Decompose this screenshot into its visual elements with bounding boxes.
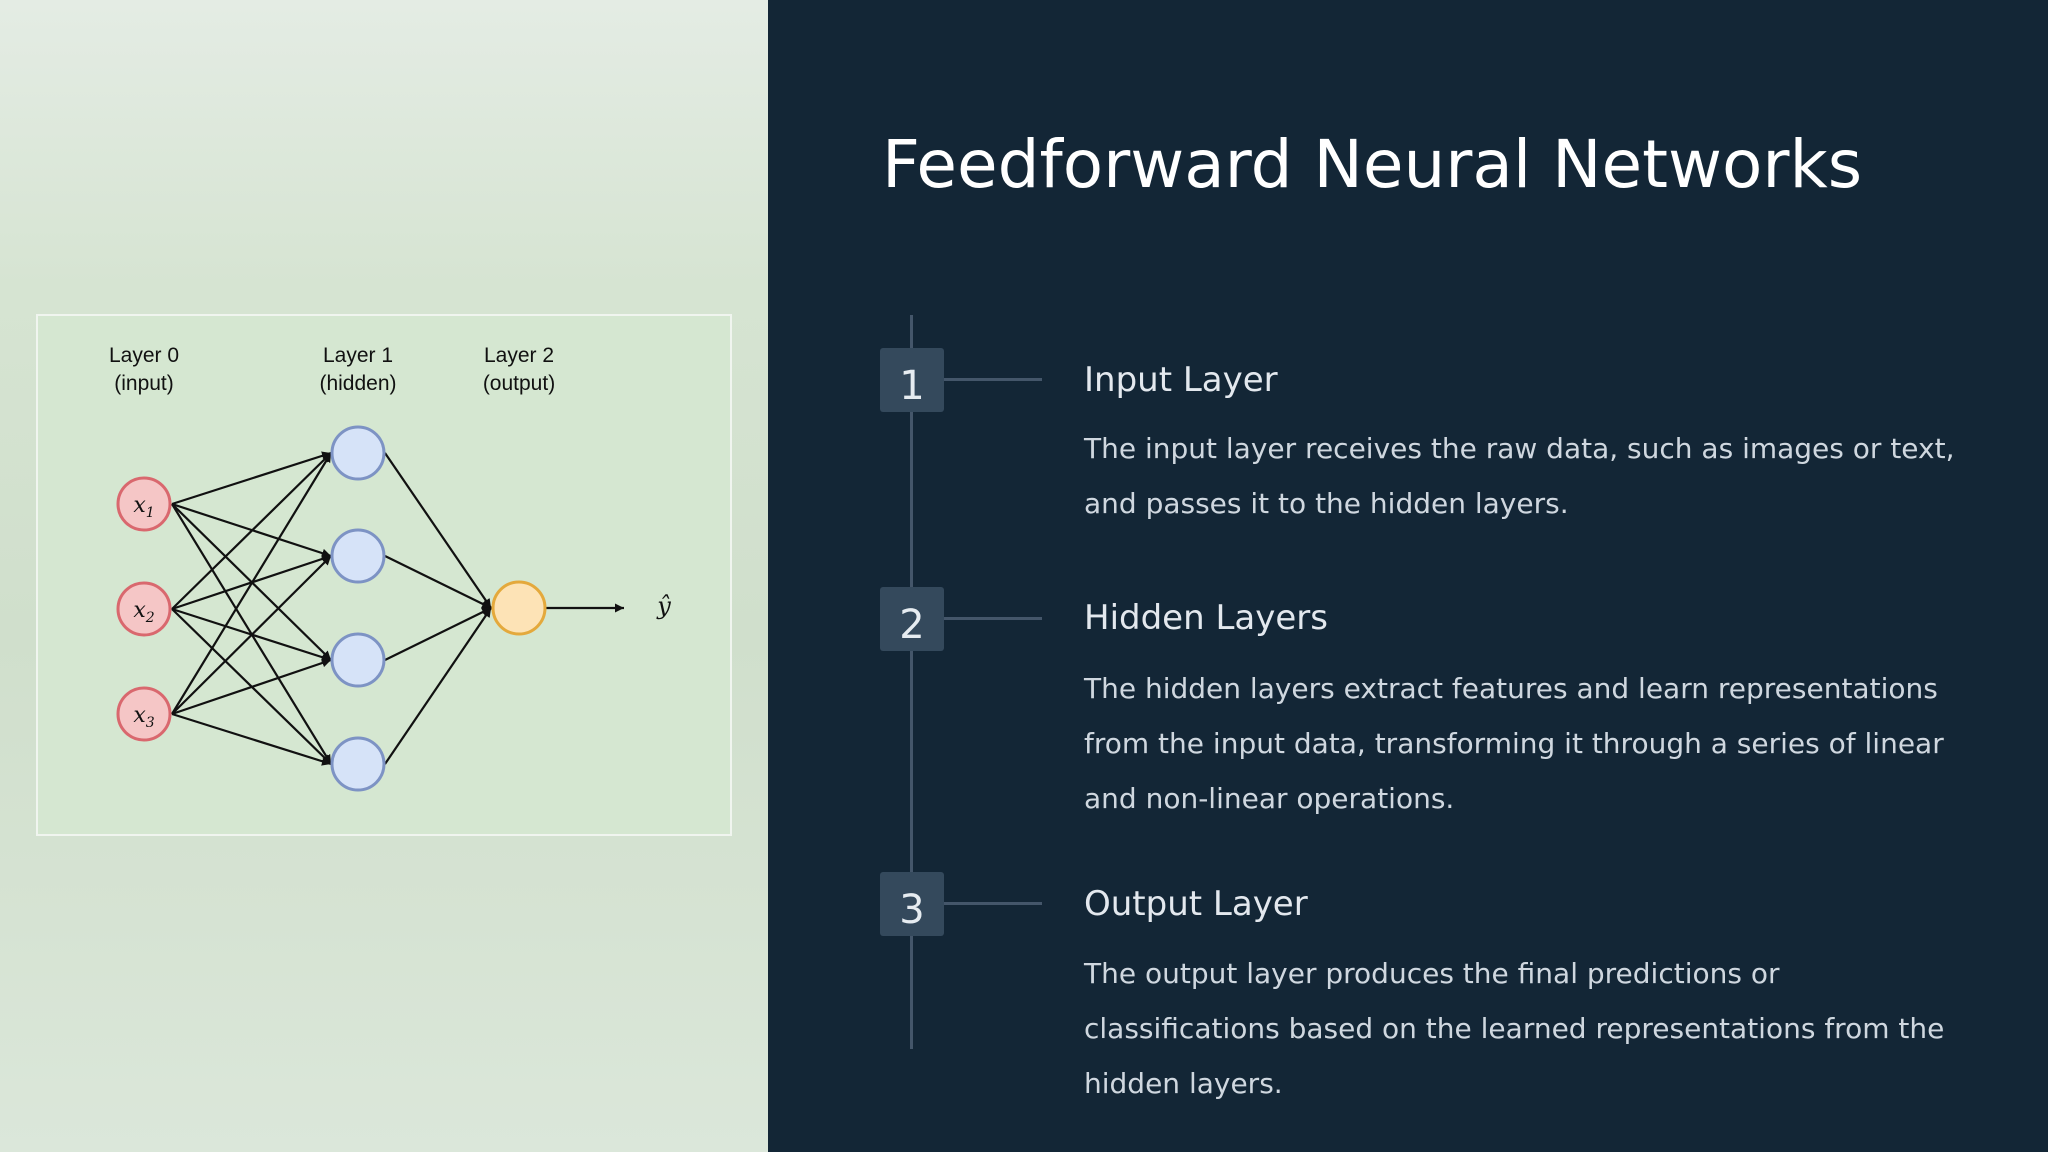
edge [171, 451, 332, 506]
hidden-node-2 [330, 528, 386, 584]
input-node-1 [116, 476, 172, 532]
input-node-2 [116, 581, 172, 637]
layer-0-name: Layer 0 [109, 344, 179, 367]
step-3-badge: 3 [880, 872, 944, 936]
input-hidden-edges [171, 451, 332, 766]
step-3-connector [944, 902, 1042, 905]
slide-title: Feedforward Neural Networks [882, 126, 1863, 203]
step-2-title: Hidden Layers [1084, 598, 1328, 638]
step-1-title: Input Layer [1084, 360, 1278, 400]
step-2-badge: 2 [880, 587, 944, 651]
layer-2-role: (output) [483, 372, 555, 395]
network-diagram: Layer 0 (input) Layer 1 (hidden) Layer 2… [36, 314, 732, 836]
edge [171, 452, 332, 610]
step-2-connector [944, 617, 1042, 620]
timeline-line [910, 315, 913, 1049]
step-1-connector [944, 378, 1042, 381]
hidden-nodes [330, 425, 386, 792]
step-2-description: The hidden layers extract features and l… [1084, 672, 1944, 815]
image-panel: Layer 0 (input) Layer 1 (hidden) Layer 2… [0, 0, 768, 1152]
edge [171, 555, 332, 715]
layer-1-name: Layer 1 [323, 344, 393, 367]
edge [384, 607, 492, 765]
layer-2-name: Layer 2 [484, 344, 554, 367]
hidden-node-4 [330, 736, 386, 792]
edge [384, 555, 492, 609]
content-panel [768, 0, 2048, 1152]
step-3-title: Output Layer [1084, 884, 1308, 924]
layer-0-role: (input) [114, 372, 174, 395]
edge [171, 658, 332, 716]
output-node [491, 580, 547, 636]
hidden-node-1 [330, 425, 386, 481]
hidden-node-3 [330, 632, 386, 688]
input-node-3 [116, 686, 172, 742]
layer-1-role: (hidden) [319, 372, 396, 395]
edge [384, 452, 492, 609]
output-label: ŷ [656, 592, 671, 620]
edge [171, 712, 332, 766]
network-diagram-svg: Layer 0 (input) Layer 1 (hidden) Layer 2… [109, 344, 671, 792]
hidden-output-edges [384, 452, 492, 765]
edge [171, 452, 332, 715]
input-nodes: x1 x2 x3 [116, 476, 172, 742]
step-1-badge: 1 [880, 348, 944, 412]
step-1-description: The input layer receives the raw data, s… [1084, 432, 1955, 520]
step-3-description: The output layer produces the final pred… [1084, 957, 1945, 1100]
edge [384, 607, 492, 661]
